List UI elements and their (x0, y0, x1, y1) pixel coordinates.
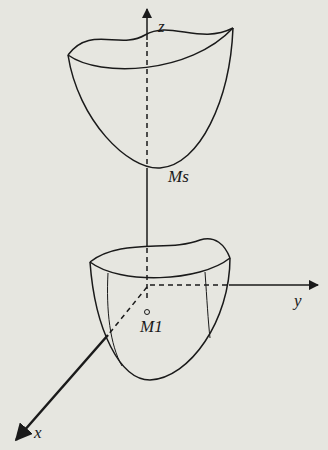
z-axis-hidden (146, 42, 148, 166)
axis-label: z (158, 18, 165, 35)
surface-label: M1 (140, 318, 163, 335)
surface-line (108, 273, 122, 366)
axis-label: y (294, 292, 302, 309)
z-axis (146, 168, 148, 246)
axis-label: x (34, 424, 42, 441)
lower-surface (90, 258, 230, 380)
surface-line (205, 272, 210, 338)
lower-surface-rim (90, 258, 230, 278)
upper-surface (68, 28, 233, 168)
y-axis-hidden (150, 284, 229, 286)
upper-surface-rim (68, 28, 233, 69)
x-axis (16, 335, 108, 440)
upper-surface-rim (68, 28, 233, 55)
lower-surface-rim (90, 239, 230, 262)
y-axis (229, 284, 318, 286)
z-axis (146, 9, 148, 40)
surface-label: Ms (168, 168, 189, 185)
point-mark (145, 310, 150, 315)
z-axis-hidden (146, 248, 148, 300)
